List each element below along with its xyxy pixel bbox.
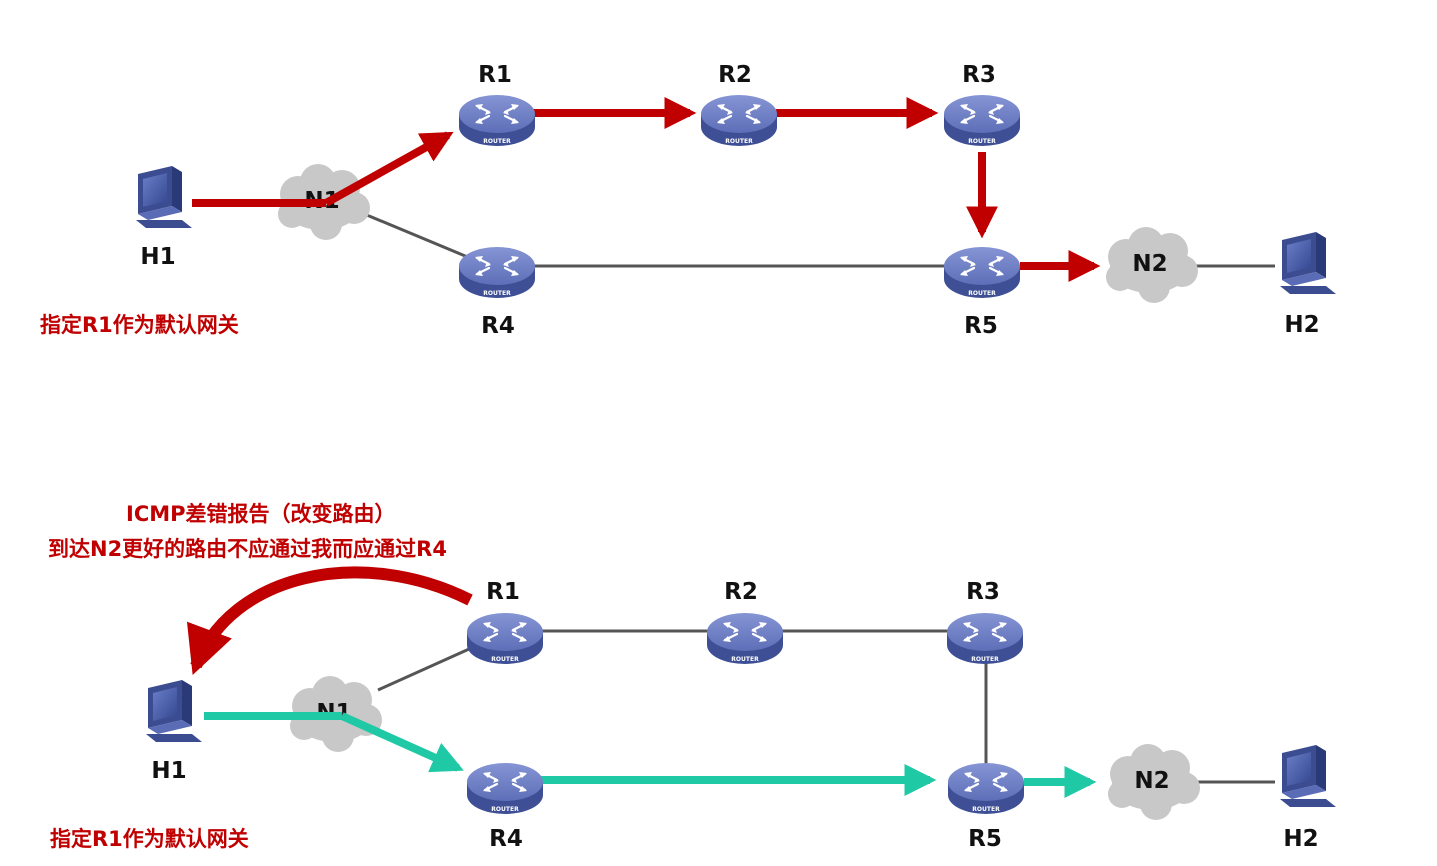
computer-icon — [1280, 745, 1336, 807]
link-n1-r4 — [349, 206, 471, 260]
router-r5-label: R5 — [968, 826, 1002, 852]
router-tag: ROUTER — [731, 656, 759, 663]
icmp-title: ICMP差错报告（改变路由） — [126, 502, 396, 526]
router-tag: ROUTER — [491, 806, 519, 813]
cloud-n2: N2 — [1106, 227, 1198, 303]
router-r4: ROUTER — [457, 245, 537, 300]
router-tag: ROUTER — [972, 806, 1000, 813]
icmp-detail: 到达N2更好的路由不应通过我而应通过R4 — [48, 537, 447, 561]
host-h1-label: H1 — [140, 244, 175, 270]
host-h2 — [1280, 745, 1336, 807]
router-tag: ROUTER — [483, 290, 511, 297]
router-tag: ROUTER — [491, 656, 519, 663]
router-r4-label: R4 — [481, 313, 515, 339]
computer-icon — [1280, 232, 1336, 294]
router-r3: ROUTER — [942, 93, 1022, 148]
router-r3-label: R3 — [966, 579, 1000, 605]
bottom-default-gateway-note: 指定R1作为默认网关 — [50, 827, 249, 851]
router-r1: ROUTER — [465, 611, 545, 666]
router-r1: ROUTER — [457, 93, 537, 148]
computer-icon — [136, 166, 192, 228]
router-tag: ROUTER — [971, 656, 999, 663]
host-h1-label: H1 — [151, 758, 186, 784]
router-r2-label: R2 — [724, 579, 758, 605]
router-tag: ROUTER — [725, 138, 753, 145]
red-path-n1-r1 — [324, 131, 454, 207]
router-r5: ROUTER — [946, 761, 1026, 816]
host-h2 — [1280, 232, 1336, 294]
router-tag: ROUTER — [968, 290, 996, 297]
router-r5: ROUTER — [942, 245, 1022, 300]
router-r3-label: R3 — [962, 62, 996, 88]
host-h2-label: H2 — [1284, 312, 1319, 338]
cloud-n2: N2 — [1108, 744, 1200, 820]
router-r4: ROUTER — [465, 761, 545, 816]
cloud-n2-label: N2 — [1132, 251, 1167, 277]
icmp-redirect-arrow — [187, 566, 473, 675]
host-h1 — [136, 166, 192, 228]
top-diagram: N1 N2 H1 H2 ROUTER R1 — [40, 62, 1336, 339]
router-r4-label: R4 — [489, 826, 523, 852]
red-path — [192, 97, 1101, 282]
router-r2-label: R2 — [718, 62, 752, 88]
host-h1 — [146, 680, 202, 742]
green-path — [204, 712, 1097, 798]
link-n1-r1 — [377, 643, 479, 692]
router-r1-label: R1 — [478, 62, 512, 88]
green-path-n1-r4 — [340, 712, 464, 773]
computer-icon — [146, 680, 202, 742]
router-r5-label: R5 — [964, 313, 998, 339]
router-r2: ROUTER — [699, 93, 779, 148]
bottom-diagram: N1 N2 H1 H2 ROUTER R1 — [48, 502, 1336, 852]
router-r1-label: R1 — [486, 579, 520, 605]
top-default-gateway-note: 指定R1作为默认网关 — [40, 313, 239, 337]
host-h2-label: H2 — [1283, 826, 1318, 852]
router-r2: ROUTER — [705, 611, 785, 666]
router-tag: ROUTER — [483, 138, 511, 145]
router-r3: ROUTER — [945, 611, 1025, 666]
cloud-n2-label: N2 — [1134, 768, 1169, 794]
router-tag: ROUTER — [968, 138, 996, 145]
